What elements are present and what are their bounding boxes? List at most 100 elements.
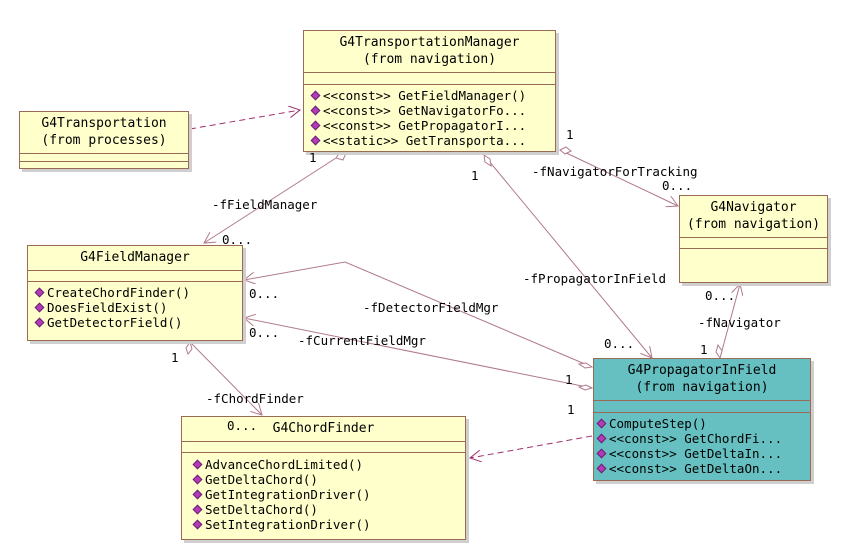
operation-label: GetDeltaChord(): [205, 472, 318, 487]
attributes-section: [182, 442, 465, 453]
attributes-section: [304, 73, 555, 85]
operation-icon: [310, 90, 321, 101]
class-name: G4TransportationManager: [339, 35, 520, 50]
class-package: (from navigation): [686, 217, 821, 232]
operation-item: GetDeltaChord(): [182, 472, 465, 487]
operation-item: GetDetectorField(): [28, 315, 242, 330]
attributes-section: [680, 238, 827, 249]
class-header: G4ChordFinder: [182, 417, 465, 442]
class-name: G4ChordFinder: [272, 421, 375, 436]
aggregation-diamond: [185, 340, 193, 356]
operation-icon: [596, 433, 607, 444]
operation-item: ComputeStep(): [594, 416, 810, 431]
class-header: G4TransportationManager (from navigation…: [304, 31, 555, 73]
role-label-current-field-mgr: -fCurrentFieldMgr: [298, 333, 426, 348]
operation-item: <<const>> GetChordFi...: [594, 431, 810, 446]
class-package: (from navigation): [362, 52, 497, 67]
operations-section: [20, 162, 188, 169]
class-package: (from processes): [41, 133, 167, 148]
operation-label: <<const>> GetFieldManager(): [323, 88, 527, 103]
association-propagator-in-field: [483, 154, 652, 358]
operation-icon: [596, 448, 607, 459]
multiplicity-label: 1: [566, 127, 574, 142]
aggregation-diamond: [483, 153, 492, 168]
operation-icon: [192, 504, 203, 515]
operation-icon: [192, 489, 203, 500]
class-name: G4FieldManager: [80, 250, 190, 265]
operation-icon: [192, 474, 203, 485]
multiplicity-label: 1: [171, 350, 179, 365]
attributes-section: [20, 154, 188, 162]
operation-item: AdvanceChordLimited(): [182, 457, 465, 472]
class-g4-propagator-in-field[interactable]: G4PropagatorInField (from navigation) Co…: [593, 358, 811, 481]
multiplicity-label: 0...: [662, 178, 693, 193]
operation-item: <<const>> GetFieldManager(): [304, 88, 555, 103]
operations-section: AdvanceChordLimited() GetDeltaChord() Ge…: [182, 453, 465, 532]
operation-item: <<const>> GetDeltaOn...: [594, 461, 810, 476]
operation-icon: [310, 135, 321, 146]
class-name: G4PropagatorInField: [627, 363, 777, 378]
multiplicity-label: 1: [471, 168, 479, 183]
class-name: G4Transportation: [41, 116, 167, 131]
class-package: (from navigation): [635, 380, 769, 395]
class-g4-field-manager[interactable]: G4FieldManager CreateChordFinder() DoesF…: [27, 245, 243, 341]
operations-section: ComputeStep() <<const>> GetChordFi... <<…: [594, 413, 810, 476]
role-label-navigator-for-tracking: -fNavigatorForTracking: [532, 164, 698, 179]
operation-item: CreateChordFinder(): [28, 285, 242, 300]
operation-icon: [192, 519, 203, 530]
association-chord-finder: [189, 341, 262, 415]
operation-label: CreateChordFinder(): [47, 285, 190, 300]
association-navigator: [719, 284, 740, 359]
operation-item: DoesFieldExist(): [28, 300, 242, 315]
association-navigator-for-tracking: [559, 149, 678, 206]
operation-item: GetIntegrationDriver(): [182, 487, 465, 502]
operation-icon: [34, 302, 45, 313]
operations-section: <<const>> GetFieldManager() <<const>> Ge…: [304, 85, 555, 148]
multiplicity-label: 0...: [604, 336, 635, 351]
class-g4-chord-finder[interactable]: G4ChordFinder AdvanceChordLimited() GetD…: [181, 416, 466, 540]
class-header: G4FieldManager: [28, 246, 242, 271]
operation-item: <<const>> GetPropagatorI...: [304, 118, 555, 133]
multiplicity-label: 1: [309, 150, 317, 165]
operation-label: <<const>> GetPropagatorI...: [323, 118, 527, 133]
class-g4-transportation[interactable]: G4Transportation (from processes): [19, 111, 189, 169]
operation-item: SetDeltaChord(): [182, 502, 465, 517]
aggregation-diamond: [559, 146, 572, 155]
dependency-propagator-to-chordfinder: [470, 435, 593, 458]
operation-label: SetIntegrationDriver(): [205, 517, 371, 532]
multiplicity-label: 1: [700, 342, 708, 357]
multiplicity-label: 0...: [222, 232, 253, 247]
role-label-chord-finder: -fChordFinder: [206, 391, 304, 406]
aggregation-diamond: [577, 362, 594, 369]
aggregation-diamond: [577, 384, 594, 391]
multiplicity-label: 0...: [227, 418, 258, 433]
operation-item: <<const>> GetNavigatorFo...: [304, 103, 555, 118]
operation-label: <<const>> GetChordFi...: [609, 431, 783, 446]
multiplicity-label: 0...: [705, 288, 736, 303]
operation-icon: [596, 463, 607, 474]
operation-label: ComputeStep(): [609, 416, 707, 431]
operation-icon: [34, 317, 45, 328]
operation-label: <<const>> GetNavigatorFo...: [323, 103, 527, 118]
aggregation-diamond: [715, 343, 723, 360]
operation-label: SetDeltaChord(): [205, 502, 318, 517]
attributes-section: [594, 401, 810, 413]
association-current-field-mgr: [244, 318, 593, 389]
role-label-navigator: -fNavigator: [698, 315, 781, 330]
operation-item: <<static>> GetTransporta...: [304, 133, 555, 148]
multiplicity-label: 1: [567, 402, 575, 417]
dependency-transportation-to-manager: [189, 110, 300, 130]
operation-icon: [192, 459, 203, 470]
class-header: G4PropagatorInField (from navigation): [594, 359, 810, 401]
aggregation-diamond: [335, 151, 347, 161]
operation-label: <<const>> GetDeltaIn...: [609, 446, 783, 461]
class-g4-navigator[interactable]: G4Navigator (from navigation): [679, 195, 828, 283]
multiplicity-label: 0...: [249, 286, 280, 301]
operation-item: <<const>> GetDeltaIn...: [594, 446, 810, 461]
operation-icon: [310, 105, 321, 116]
class-g4-transportation-manager[interactable]: G4TransportationManager (from navigation…: [303, 30, 556, 152]
operation-label: DoesFieldExist(): [47, 300, 168, 315]
association-field-manager: [204, 157, 337, 243]
operation-label: AdvanceChordLimited(): [205, 457, 364, 472]
